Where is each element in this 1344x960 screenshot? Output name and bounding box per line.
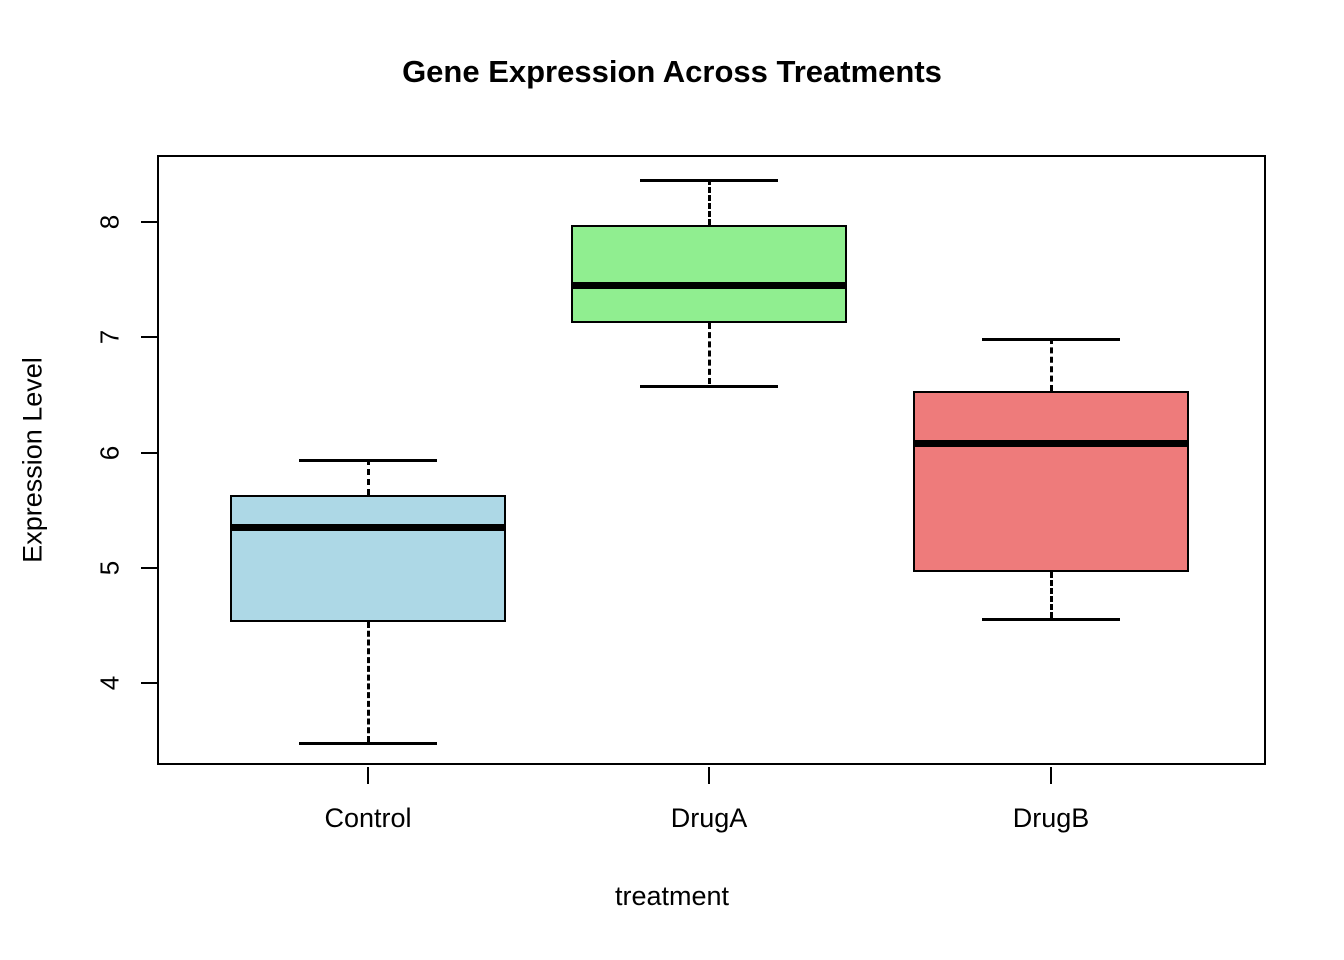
y-axis-tick-7 xyxy=(141,336,157,339)
whisker-upper-drugb xyxy=(1050,338,1053,392)
median-line-drugb xyxy=(913,440,1189,448)
x-axis-label: treatment xyxy=(614,881,730,911)
y-axis-tick-4 xyxy=(141,682,157,684)
x-axis-tick-control xyxy=(367,767,369,784)
whisker-cap-lower-druga xyxy=(640,384,778,388)
whisker-upper-druga xyxy=(708,179,711,226)
y-axis-tick-6 xyxy=(141,451,157,454)
x-axis-tick-label-druga: DrugA xyxy=(670,803,748,833)
whisker-cap-lower-control xyxy=(299,741,437,745)
whisker-lower-control xyxy=(367,621,370,742)
median-line-druga xyxy=(571,282,847,290)
x-axis-tick-label-control: Control xyxy=(324,803,412,833)
whisker-cap-upper-control xyxy=(299,459,437,463)
x-axis-tick-druga xyxy=(708,767,710,784)
x-axis-tick-label-drugb: DrugB xyxy=(1012,803,1090,833)
box-iqr-druga[interactable] xyxy=(571,225,847,324)
median-line-control xyxy=(230,524,506,532)
box-iqr-drugb[interactable] xyxy=(913,391,1189,573)
whisker-lower-druga xyxy=(708,323,711,385)
whisker-lower-drugb xyxy=(1050,572,1053,619)
x-axis-tick-drugb xyxy=(1050,767,1052,784)
whisker-cap-upper-drugb xyxy=(982,338,1120,342)
y-axis-tick-5 xyxy=(141,566,157,569)
whisker-upper-control xyxy=(367,459,370,496)
box-iqr-control[interactable] xyxy=(230,495,506,622)
page-title: Gene Expression Across Treatments xyxy=(402,54,942,89)
y-axis-tick-8 xyxy=(141,221,157,223)
whisker-cap-lower-drugb xyxy=(982,618,1120,622)
whisker-cap-upper-druga xyxy=(640,179,778,183)
